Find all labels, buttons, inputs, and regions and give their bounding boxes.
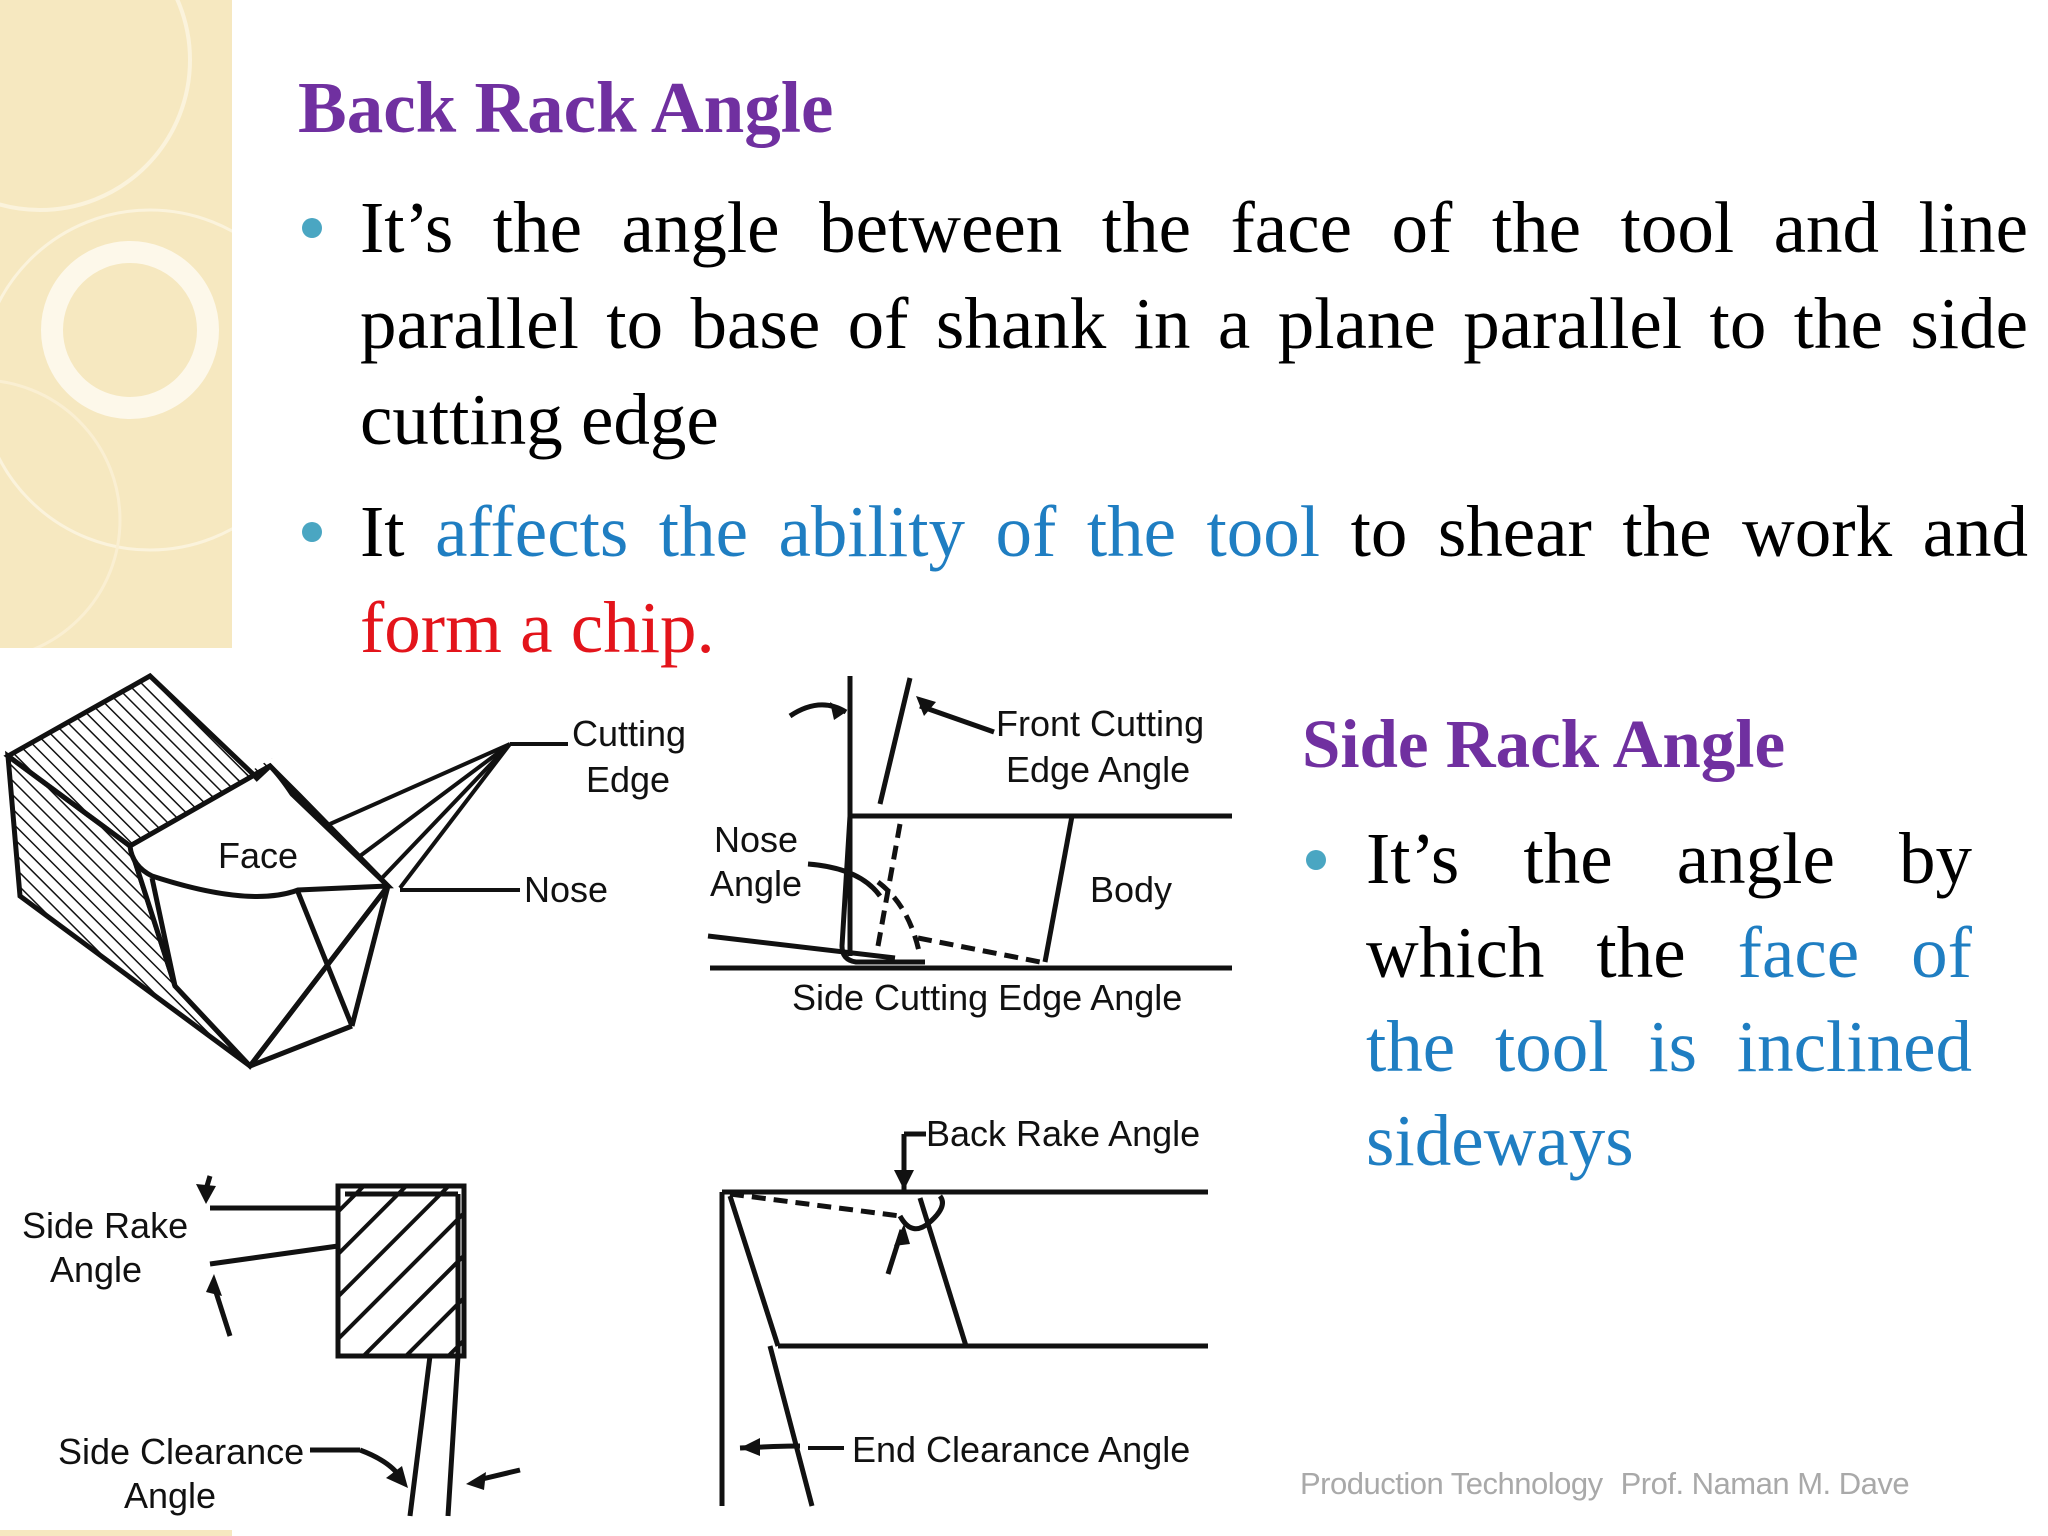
bullet-text: It’s the angle by which the face of the …	[1366, 812, 1972, 1188]
text-part: to shear the work and	[1320, 491, 2028, 572]
side-rake-angle-label-2: Angle	[50, 1249, 142, 1290]
side-decoration	[0, 0, 232, 648]
side-cutting-edge-angle-label: Side Cutting Edge Angle	[792, 977, 1182, 1018]
tool-angles-diagram: Face Cutting Edge Nose Front Cutting Edg…	[3, 672, 1232, 1517]
arrowhead	[830, 702, 846, 720]
side-rake-view	[201, 1175, 521, 1517]
slide-footer: Production Technology Prof. Naman M. Dave	[1300, 1466, 1910, 1502]
nose-angle-label-1: Nose	[714, 819, 798, 860]
side-rake-angle-label-1: Side Rake	[22, 1205, 188, 1246]
arrowhead	[740, 1438, 760, 1456]
bullet-text: It affects the ability of the tool to sh…	[360, 452, 2028, 676]
highlight-blue-text: affects the ability of the tool	[435, 491, 1321, 572]
side-clearance-angle-label-1: Side Clearance	[58, 1431, 304, 1472]
text-part: It	[360, 491, 436, 572]
bullet-text: It’s the angle between the face of the t…	[360, 187, 2028, 460]
nose-angle-label-2: Angle	[710, 863, 802, 904]
arrowhead	[894, 1224, 910, 1246]
bullet-side-rack-definition: It’s the angle by which the face of the …	[1302, 812, 1972, 1188]
back-rake-view	[719, 1131, 1208, 1507]
bullet-back-rack-effect: It affects the ability of the tool to sh…	[298, 452, 2028, 676]
highlight-blue-text: face of the tool is inclined sideways	[1366, 912, 1972, 1181]
body-label: Body	[1090, 869, 1172, 910]
side-rack-angle-heading: Side Rack Angle	[1302, 706, 1786, 782]
cutting-edge-label-1: Cutting	[572, 713, 686, 754]
nose-label: Nose	[524, 869, 608, 910]
arrowhead	[386, 1466, 408, 1488]
arrowhead	[206, 1274, 222, 1296]
tool-isometric-view	[3, 672, 394, 1070]
label-leaders	[329, 742, 568, 892]
bullet-dot	[1306, 850, 1326, 870]
highlight-red-text: form a chip.	[360, 587, 715, 668]
front-cutting-edge-label-1: Front Cutting	[996, 703, 1204, 744]
front-cutting-edge-label-2: Edge Angle	[1006, 749, 1190, 790]
end-clearance-angle-label: End Clearance Angle	[852, 1429, 1190, 1470]
bullet-dot	[302, 218, 322, 238]
back-rake-angle-label: Back Rake Angle	[926, 1113, 1200, 1154]
arrowhead	[894, 1170, 914, 1190]
bullet-dot	[302, 522, 322, 542]
bottom-decoration	[0, 1530, 232, 1536]
face-label: Face	[218, 835, 298, 876]
bullet-back-rack-definition: It’s the angle between the face of the t…	[298, 180, 2028, 468]
footer-author: Prof. Naman M. Dave	[1620, 1466, 1910, 1501]
footer-course: Production Technology	[1300, 1466, 1603, 1501]
arrowhead	[466, 1472, 486, 1490]
cutting-edge-label-2: Edge	[586, 759, 670, 800]
side-clearance-angle-label-2: Angle	[124, 1475, 216, 1516]
decorative-rings	[0, 0, 232, 648]
back-rack-angle-heading: Back Rack Angle	[298, 67, 834, 148]
tool-top-view	[707, 676, 1232, 971]
arrowhead	[916, 696, 936, 716]
arrowhead	[196, 1184, 216, 1204]
text-part: It’s the angle by which the	[1366, 818, 1972, 993]
